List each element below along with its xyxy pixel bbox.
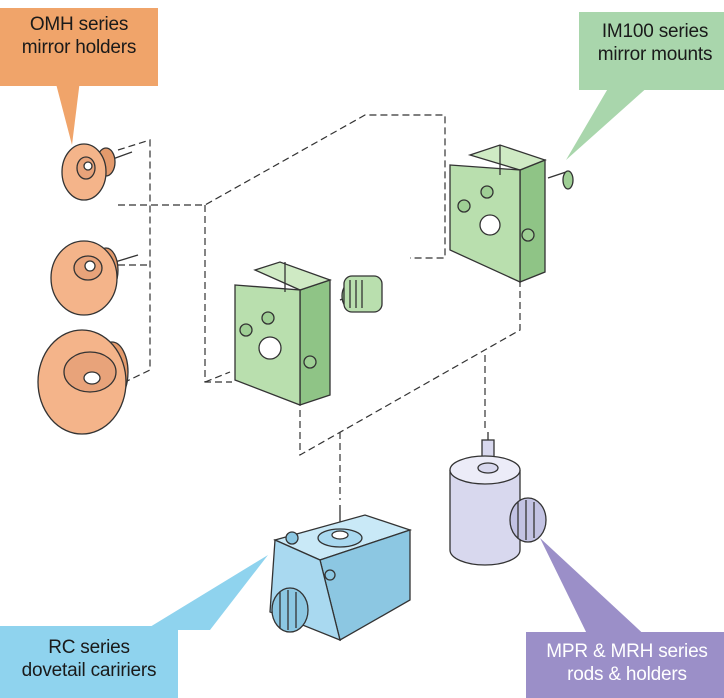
mirror-mount-icon <box>234 261 383 406</box>
rc-callout-line1: RC series <box>48 637 130 658</box>
omh-callout-line1: OMH series <box>29 14 129 35</box>
dovetail-carrier-icon <box>269 505 413 642</box>
rc-callout-box <box>0 555 268 698</box>
im100-callout-label: IM100 series mirror mounts <box>585 20 724 66</box>
rc-callout-line2: dovetail caririers <box>21 660 157 681</box>
mpr-callout-label: MPR & MRH series rods & holders <box>530 640 724 686</box>
mpr-callout-line1: MPR & MRH series <box>546 641 708 662</box>
omh-callout-box <box>0 8 158 145</box>
rc-callout-label: RC series dovetail caririers <box>5 636 173 682</box>
mirror-holder-small-icon <box>61 143 133 201</box>
mirror-holder-medium-icon <box>50 240 139 316</box>
im100-callout-box <box>566 12 724 160</box>
rod-holder-icon <box>449 432 547 566</box>
mpr-callout-box <box>526 538 724 698</box>
mpr-callout-line2: rods & holders <box>567 664 687 685</box>
mirror-mount-icon <box>449 144 574 284</box>
mirror-holder-large-icon <box>37 329 129 435</box>
assembly-dashed-lines <box>117 114 521 500</box>
im100-callout-line1: IM100 series <box>601 21 709 42</box>
im100-callout-line2: mirror mounts <box>597 44 713 65</box>
omh-callout-line2: mirror holders <box>21 37 137 58</box>
omh-callout-label: OMH series mirror holders <box>5 13 153 59</box>
